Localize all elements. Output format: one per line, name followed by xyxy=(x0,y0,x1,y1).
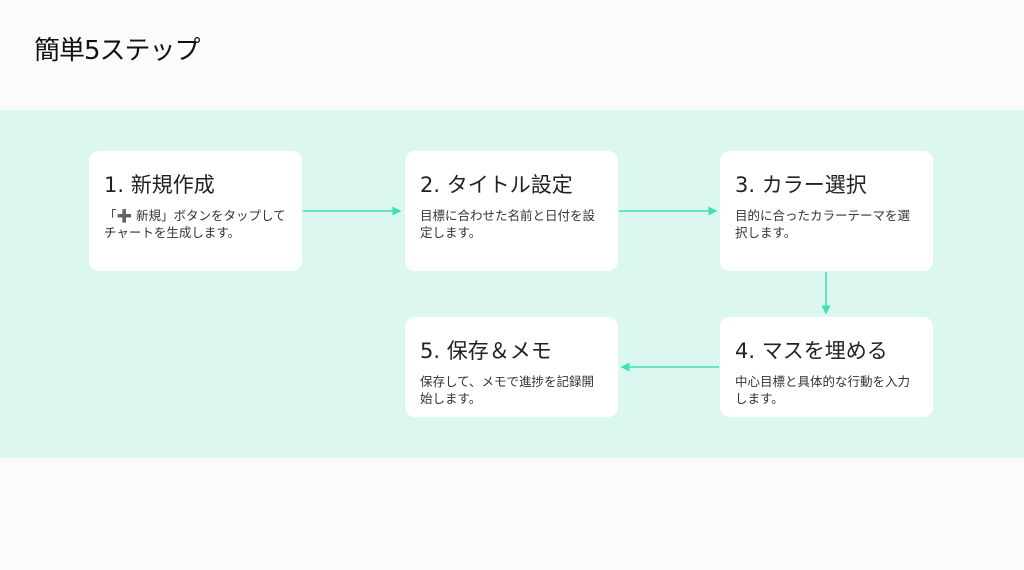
step-description: 中心目標と具体的な行動を入力します。 xyxy=(735,374,911,406)
step-title: 3. カラー選択 xyxy=(735,173,867,197)
step-title: 5. 保存＆メモ xyxy=(420,339,552,363)
step-title: 4. マスを埋める xyxy=(735,339,888,363)
step-title: 2. タイトル設定 xyxy=(420,173,573,197)
step-description: 「➕ 新規」ボタンをタップしてチャートを生成します。 xyxy=(104,208,286,240)
step-description: 目標に合わせた名前と日付を設定します。 xyxy=(420,208,596,240)
step-card-3: 3. カラー選択 目的に合ったカラーテーマを選択します。 xyxy=(720,151,933,271)
step-card-4: 4. マスを埋める 中心目標と具体的な行動を入力します。 xyxy=(720,317,933,417)
step-card-5: 5. 保存＆メモ 保存して、メモで進捗を記録開始します。 xyxy=(405,317,618,417)
step-card-1: 1. 新規作成 「➕ 新規」ボタンをタップしてチャートを生成します。 xyxy=(89,151,302,271)
page-title: 簡単5ステップ xyxy=(34,36,201,66)
step-title: 1. 新規作成 xyxy=(104,173,215,197)
step-description: 目的に合ったカラーテーマを選択します。 xyxy=(735,208,911,240)
step-card-2: 2. タイトル設定 目標に合わせた名前と日付を設定します。 xyxy=(405,151,618,271)
step-description: 保存して、メモで進捗を記録開始します。 xyxy=(420,374,595,406)
